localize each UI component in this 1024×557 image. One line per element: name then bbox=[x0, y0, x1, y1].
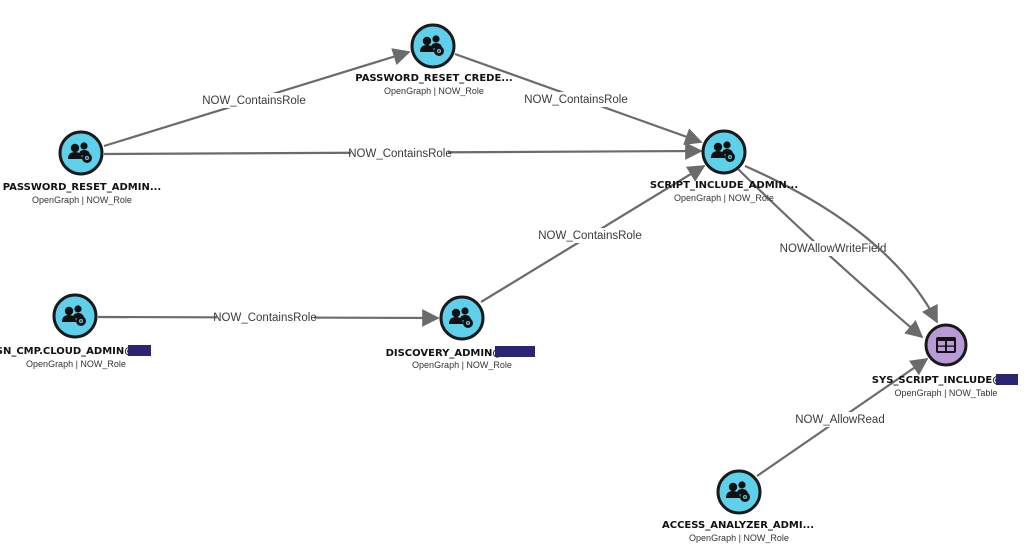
node-password-reset-admin[interactable]: PASSWORD_RESET_ADMIN... OpenGraph | NOW_… bbox=[3, 130, 162, 205]
node-title: SCRIPT_INCLUDE_ADMIN... bbox=[650, 180, 798, 191]
node-script-include-admin[interactable]: SCRIPT_INCLUDE_ADMIN... OpenGraph | NOW_… bbox=[650, 129, 798, 203]
node-password-reset-crede[interactable]: PASSWORD_RESET_CREDE... OpenGraph | NOW_… bbox=[355, 23, 513, 96]
redaction-block bbox=[495, 346, 535, 357]
redaction-block bbox=[996, 374, 1018, 385]
node-subtitle: OpenGraph | NOW_Role bbox=[412, 360, 512, 370]
edge-label: NOWAllowWriteField bbox=[780, 243, 887, 255]
edge-label: NOW_ContainsRole bbox=[213, 312, 317, 324]
node-title: ACCESS_ANALYZER_ADMI... bbox=[662, 520, 814, 531]
node-title: SYS_SCRIPT_INCLUDE@ bbox=[872, 375, 1002, 386]
edge-label: NOW_ContainsRole bbox=[202, 95, 306, 107]
node-subtitle: OpenGraph | NOW_Role bbox=[689, 533, 789, 543]
redaction-block bbox=[128, 345, 151, 356]
edge-label: NOW_ContainsRole bbox=[524, 94, 628, 106]
edge-script-include-admin-allow-write-field[interactable]: NOWAllowWriteField bbox=[736, 167, 924, 339]
edge-access-analyzer-admin-allow-read[interactable]: NOW_AllowRead bbox=[756, 358, 929, 477]
edge-label: NOW_ContainsRole bbox=[348, 148, 452, 160]
table-grid-icon bbox=[936, 337, 956, 353]
edge-crede-to-script-include-admin[interactable]: NOW_ContainsRole bbox=[454, 52, 703, 145]
edge-label: NOW_AllowRead bbox=[795, 414, 884, 426]
edge-label: NOW_ContainsRole bbox=[538, 230, 642, 242]
node-subtitle: OpenGraph | NOW_Role bbox=[26, 359, 126, 369]
edge-script-include-admin-to-sys-script-include[interactable] bbox=[744, 164, 938, 324]
node-subtitle: OpenGraph | NOW_Role bbox=[384, 86, 484, 96]
node-title: DISCOVERY_ADMIN@ bbox=[386, 348, 503, 359]
node-access-analyzer-admin[interactable]: ACCESS_ANALYZER_ADMI... OpenGraph | NOW_… bbox=[662, 469, 814, 543]
edge-password-reset-admin-to-script-include-admin[interactable]: NOW_ContainsRole bbox=[103, 142, 703, 161]
node-title: PASSWORD_RESET_ADMIN... bbox=[3, 182, 162, 193]
edge-sn-cmp-cloud-admin-to-discovery-admin[interactable]: NOW_ContainsRole bbox=[97, 309, 440, 327]
node-subtitle: OpenGraph | NOW_Role bbox=[674, 193, 774, 203]
node-title: PASSWORD_RESET_CREDE... bbox=[355, 73, 512, 84]
node-sys-script-include[interactable]: SYS_SCRIPT_INCLUDE@ OpenGraph | NOW_Tabl… bbox=[872, 323, 1018, 398]
edge-discovery-admin-to-script-include-admin[interactable]: NOW_ContainsRole bbox=[480, 165, 706, 303]
node-discovery-admin[interactable]: DISCOVERY_ADMIN@ OpenGraph | NOW_Role bbox=[386, 295, 535, 370]
node-subtitle: OpenGraph | NOW_Table bbox=[895, 388, 998, 398]
node-title: SN_CMP.CLOUD_ADMIN@ bbox=[0, 346, 134, 357]
node-subtitle: OpenGraph | NOW_Role bbox=[32, 195, 132, 205]
node-sn-cmp-cloud-admin[interactable]: SN_CMP.CLOUD_ADMIN@ OpenGraph | NOW_Role bbox=[0, 293, 151, 369]
edge-password-reset-admin-to-crede[interactable]: NOW_ContainsRole bbox=[103, 48, 411, 148]
